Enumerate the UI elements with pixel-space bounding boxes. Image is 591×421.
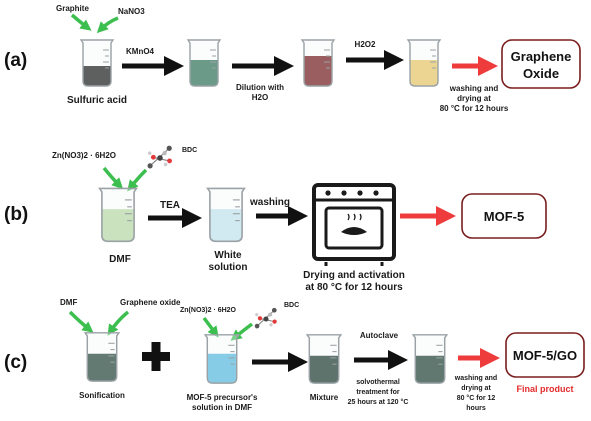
product-line2: Oxide	[523, 66, 559, 81]
final-product-caption: Final product	[517, 384, 574, 394]
beaker-mof5-precursor	[204, 334, 240, 384]
oven-icon	[312, 183, 396, 266]
row-a: (a) Graphite NaNO3 Sulfuric acid KMnO4 D…	[4, 4, 581, 113]
beaker-1-label: Sulfuric acid	[67, 95, 127, 106]
beaker-sonification-label: Sonification	[79, 391, 125, 400]
plus-icon	[142, 342, 170, 371]
product-box-mof5-go	[505, 332, 585, 378]
green-arrow-icon	[107, 310, 130, 336]
beaker-sulfuric-acid	[80, 39, 114, 87]
step-autoclave: Autoclave	[360, 331, 399, 340]
oven-line1: Drying and activation	[303, 270, 405, 281]
green-arrow-icon	[127, 168, 148, 192]
beaker-mixture-label: Mixture	[310, 393, 339, 402]
final-note-line1: washing and	[449, 84, 499, 93]
autoclave-note-line3: 25 hours at 120 °C	[348, 398, 409, 406]
green-arrow-icon	[202, 316, 219, 338]
beaker-dmf-label: DMF	[109, 254, 131, 265]
final-note-c-line2: drying at	[461, 385, 491, 392]
reagent-zinc-nitrate-c: Zn(NO3)2 · 6H2O	[180, 307, 237, 314]
step-dilution-line2: H2O	[252, 93, 268, 102]
beaker-green	[187, 39, 221, 87]
final-note-c-line3: 80 °C for 12	[457, 394, 496, 402]
reagent-graphene-oxide: Graphene oxide	[120, 298, 181, 307]
white-solution-line2: solution	[209, 262, 248, 273]
precursor-line1: MOF-5 precursor's	[187, 393, 258, 402]
white-solution-line1: White	[214, 250, 242, 261]
green-arrow-icon	[102, 166, 124, 190]
step-kmno4: KMnO4	[126, 47, 155, 56]
beaker-final	[412, 334, 448, 384]
autoclave-note-line2: treatment for	[356, 389, 399, 396]
precursor-line2: solution in DMF	[192, 403, 252, 412]
reagent-graphite: Graphite	[56, 4, 89, 13]
step-tea: TEA	[160, 200, 180, 211]
step-h2o2: H2O2	[355, 40, 376, 49]
green-arrow-icon	[96, 16, 119, 34]
beaker-sonification	[84, 332, 120, 382]
bdc-molecule-icon	[142, 143, 178, 173]
reagent-nano3: NaNO3	[118, 7, 145, 16]
row-c: (c) DMF Graphene oxide Sonification Zn(N…	[4, 298, 585, 412]
beaker-dark-red	[301, 39, 335, 87]
final-note-c-line1: washing and	[454, 375, 497, 382]
reagent-bdc: BDC	[182, 147, 197, 154]
product-line1: Graphene	[511, 49, 572, 64]
reagent-dmf: DMF	[60, 298, 77, 307]
beaker-yellow	[407, 39, 441, 87]
oven-line2: at 80 °C for 12 hours	[305, 282, 403, 293]
reagent-bdc-c: BDC	[284, 302, 299, 309]
autoclave-note-line1: solvothermal	[356, 379, 400, 386]
beaker-white-solution	[206, 187, 246, 243]
row-b-label: (b)	[4, 204, 28, 225]
final-note-c-line4: hours	[466, 405, 486, 412]
final-note-line2: drying at	[457, 94, 491, 103]
green-arrow-icon	[68, 310, 94, 333]
product-mof5: MOF-5	[484, 209, 524, 224]
product-box-mof5	[461, 193, 547, 239]
row-b: (b) Zn(NO3)2 · 6H2O BDC DMF TEA White so…	[4, 143, 547, 293]
beaker-dmf	[98, 187, 138, 243]
step-washing: washing	[249, 197, 290, 208]
row-a-label: (a)	[4, 50, 27, 71]
product-mof5-go: MOF-5/GO	[513, 348, 577, 363]
green-arrow-icon	[70, 13, 92, 31]
reagent-zinc-nitrate: Zn(NO3)2 · 6H2O	[52, 151, 116, 160]
final-note-line3: 80 °C for 12 hours	[440, 104, 509, 113]
step-dilution-line1: Dilution with	[236, 83, 284, 92]
bdc-molecule-icon	[250, 305, 282, 333]
beaker-mixture	[306, 334, 342, 384]
product-box-graphene-oxide	[501, 39, 581, 89]
row-c-label: (c)	[4, 352, 27, 373]
